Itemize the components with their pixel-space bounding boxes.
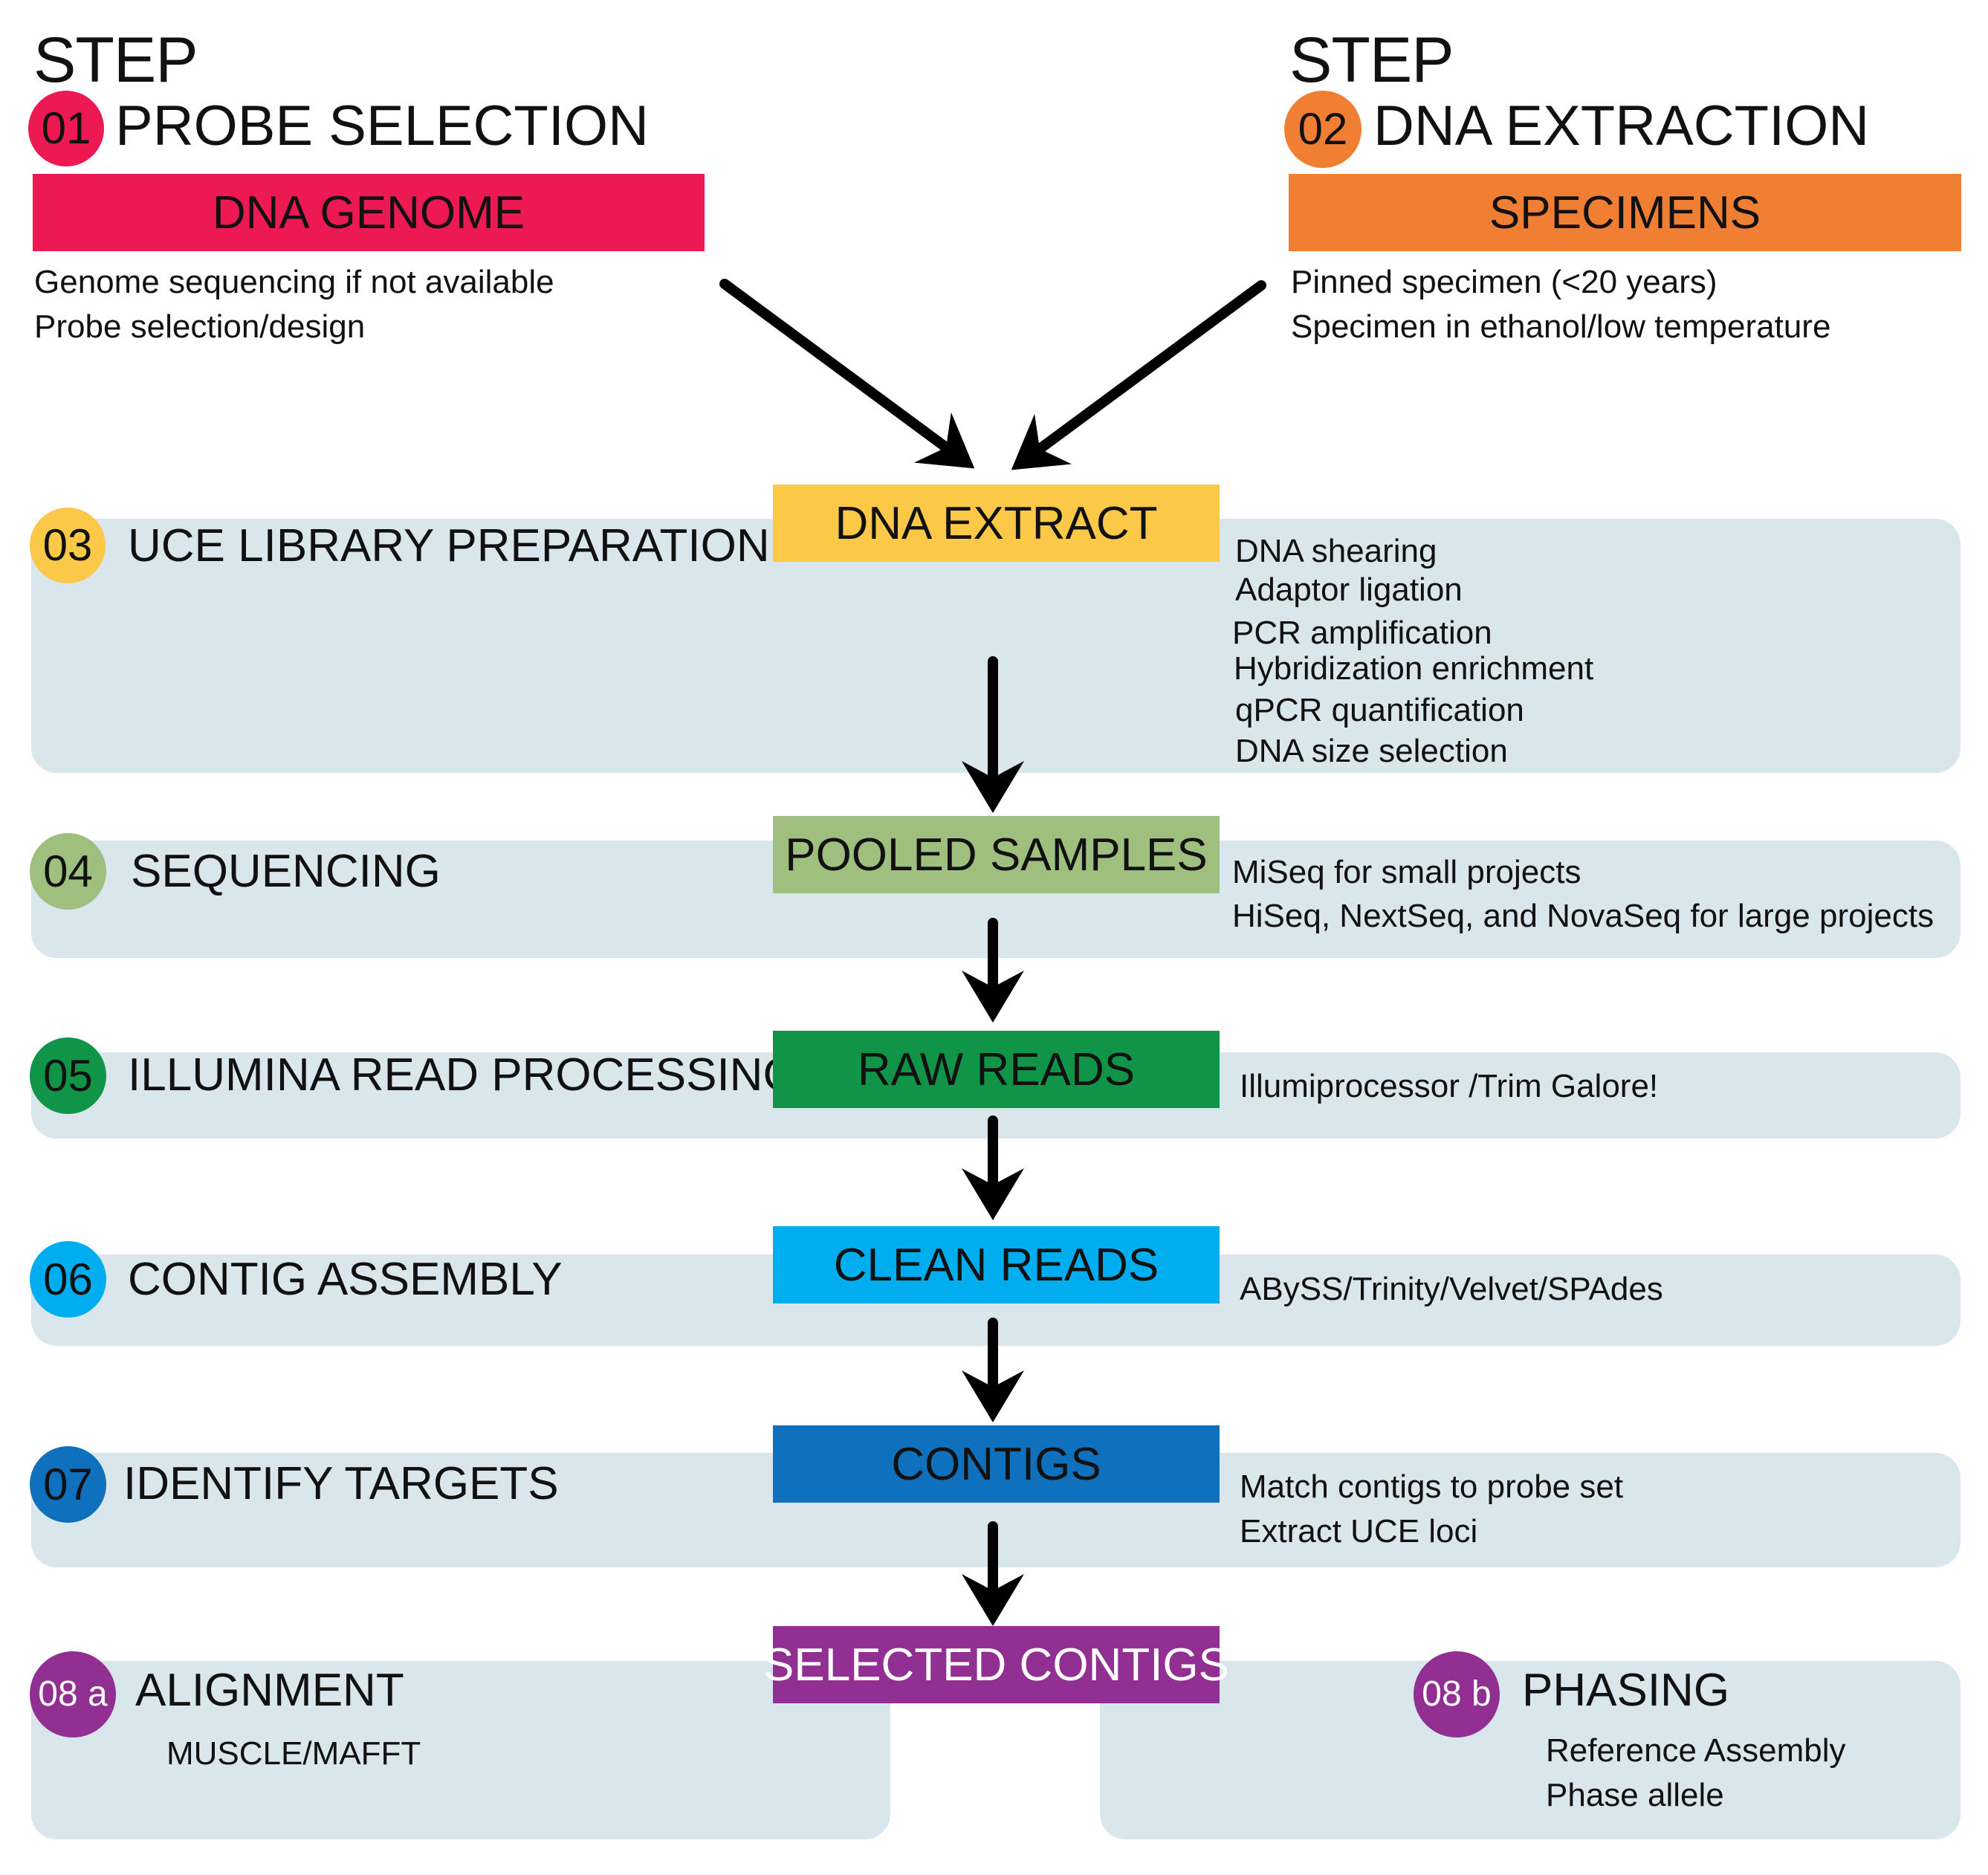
step08b-note-1: Reference Assembly xyxy=(1546,1732,1846,1769)
dna-genome-box: DNA GENOME xyxy=(33,174,705,251)
arrow-step01-to-extract xyxy=(719,279,975,469)
step04-number-circle: 04 xyxy=(30,833,106,910)
step01-title: PROBE SELECTION xyxy=(115,94,649,158)
step01-note-2: Probe selection/design xyxy=(34,308,366,345)
step08b-panel xyxy=(1100,1661,1961,1839)
step08b-note-2: Phase allele xyxy=(1546,1777,1724,1813)
step07-number-circle: 07 xyxy=(30,1446,106,1523)
step08a-note-1: MUSCLE/MAFFT xyxy=(166,1735,421,1772)
step02-title: DNA EXTRACTION xyxy=(1373,94,1870,158)
step02-number-circle: 02 xyxy=(1284,91,1362,168)
step04-title: SEQUENCING xyxy=(131,846,441,897)
step08b-title: PHASING xyxy=(1522,1665,1730,1716)
step05-note-1: Illumiprocessor /Trim Galore! xyxy=(1240,1068,1659,1104)
selected-contigs-box: SELECTED CONTIGS xyxy=(763,1626,1229,1703)
step06-note-1: ABySS/Trinity/Velvet/SPAdes xyxy=(1240,1271,1663,1307)
step04-note-1: MiSeq for small projects xyxy=(1232,854,1581,890)
contigs-box: CONTIGS xyxy=(773,1425,1220,1503)
step08a-number-circle: 08 a xyxy=(30,1651,116,1738)
step03-number-circle: 03 xyxy=(30,508,106,583)
step03-title: UCE LIBRARY PREPARATION xyxy=(128,520,770,571)
step03-note-2: Adaptor ligation xyxy=(1235,571,1463,608)
step02-word: STEP xyxy=(1289,25,1454,96)
step02-note-1: Pinned specimen (<20 years) xyxy=(1291,264,1717,300)
step01-note-1: Genome sequencing if not available xyxy=(34,264,554,300)
step01-number-circle: 01 xyxy=(28,91,104,166)
clean-reads-box: CLEAN READS xyxy=(773,1226,1220,1304)
step08b-number-circle: 08 b xyxy=(1414,1651,1500,1738)
step04-note-2: HiSeq, NextSeq, and NovaSeq for large pr… xyxy=(1232,898,1934,934)
step05-title: ILLUMINA READ PROCESSING xyxy=(128,1049,799,1101)
step07-note-2: Extract UCE loci xyxy=(1240,1513,1478,1549)
step06-number-circle: 06 xyxy=(30,1241,106,1318)
step08a-panel xyxy=(31,1661,890,1839)
arrow-step02-to-extract xyxy=(1011,280,1266,470)
step03-note-3: PCR amplification xyxy=(1232,615,1492,651)
pooled-samples-box: POOLED SAMPLES xyxy=(773,816,1220,893)
step03-note-1: DNA shearing xyxy=(1235,533,1437,569)
step05-number-circle: 05 xyxy=(30,1037,106,1114)
raw-reads-box: RAW READS xyxy=(773,1031,1220,1108)
step01-word: STEP xyxy=(33,25,198,96)
step03-note-6: DNA size selection xyxy=(1235,733,1508,769)
step07-title: IDENTIFY TARGETS xyxy=(123,1458,559,1509)
specimens-box: SPECIMENS xyxy=(1289,174,1961,251)
step07-note-1: Match contigs to probe set xyxy=(1240,1468,1624,1505)
step03-note-4: Hybridization enrichment xyxy=(1234,650,1594,687)
step06-title: CONTIG ASSEMBLY xyxy=(128,1254,563,1305)
step02-note-2: Specimen in ethanol/low temperature xyxy=(1291,308,1831,345)
step03-note-5: qPCR quantification xyxy=(1235,692,1524,728)
dna-extract-box: DNA EXTRACT xyxy=(773,485,1220,562)
step08a-title: ALIGNMENT xyxy=(135,1665,404,1716)
